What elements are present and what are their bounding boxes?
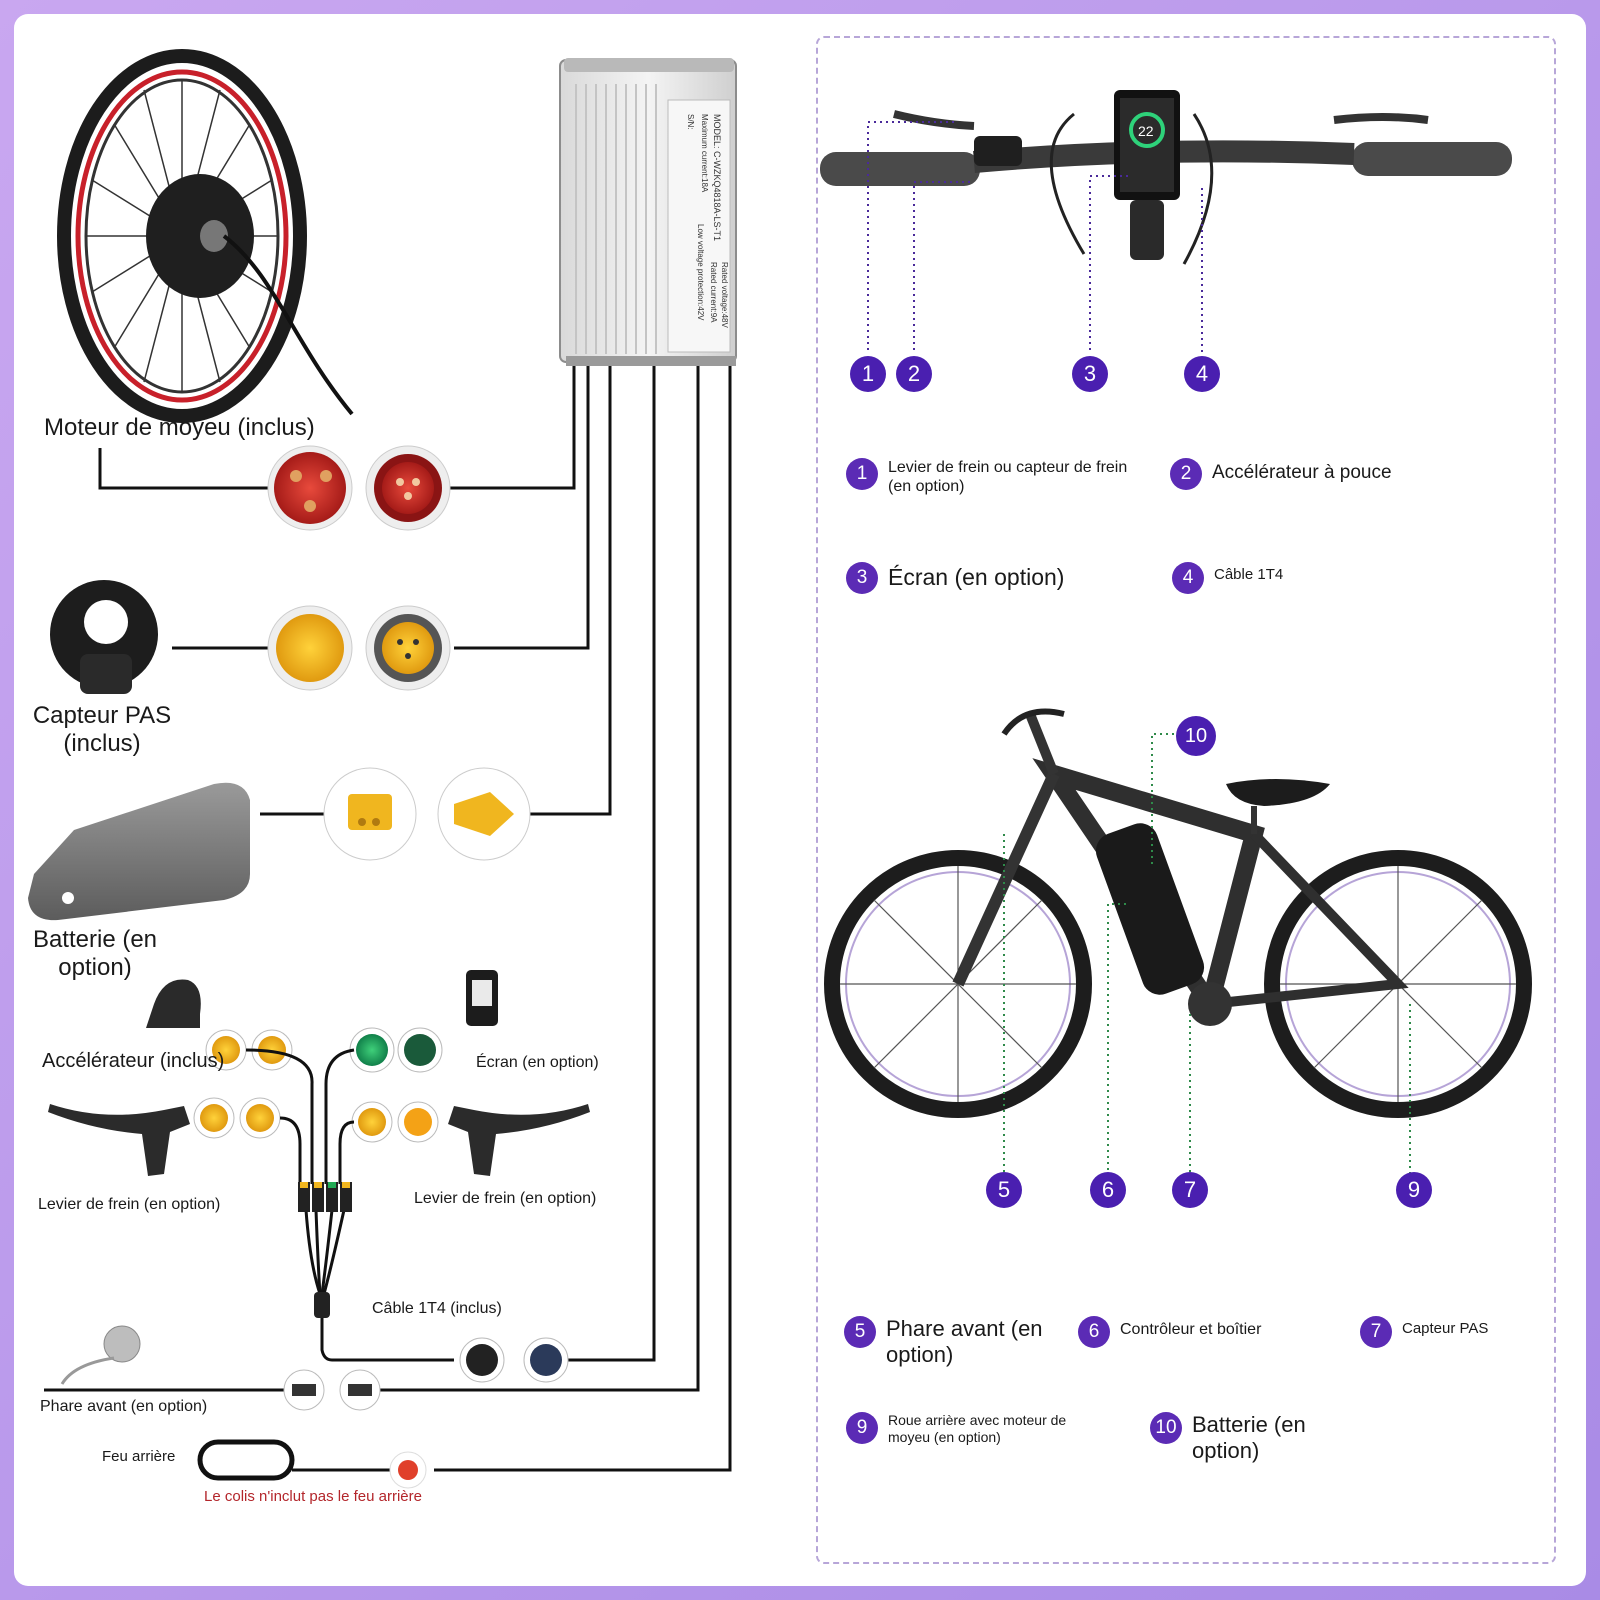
label-battery: Batterie (en option)	[32, 926, 158, 981]
note-taillight-not-included: Le colis n'inclut pas le feu arrière	[204, 1488, 422, 1505]
taillight-part	[197, 1439, 295, 1481]
legend-item-1: 1 Levier de frein ou capteur de frein (e…	[846, 458, 1146, 496]
legend-text: Écran (en option)	[888, 564, 1065, 590]
legend-number: 7	[1360, 1316, 1392, 1348]
controller-max-current: Maximum current:18A	[700, 114, 709, 193]
main-cable-connectors	[459, 1337, 569, 1383]
throttle-connectors	[205, 1029, 293, 1071]
label-hub-motor: Moteur de moyeu (inclus)	[44, 414, 315, 441]
legend-number: 4	[1172, 562, 1204, 594]
label-brake-right: Levier de frein (en option)	[414, 1190, 597, 1207]
top-callout-leaders	[867, 121, 1203, 354]
brake-lever-right-part	[448, 1104, 590, 1176]
wiring-diagram: MODEL: C-WZKQ4818A-LS-T1 Maximum current…	[28, 49, 1532, 1489]
throttle-part	[146, 979, 201, 1028]
bike-callout-leaders	[1003, 733, 1411, 1174]
legend-text: Levier de frein ou capteur de frein (en …	[888, 459, 1128, 496]
label-brake-left: Levier de frein (en option)	[38, 1196, 221, 1213]
headlight-part	[60, 1325, 141, 1385]
motor-connector-male	[267, 445, 353, 531]
legend-number: 2	[1170, 458, 1202, 490]
headlight-connectors	[283, 1369, 381, 1411]
display-connectors	[349, 1027, 443, 1073]
legend-number: 9	[846, 1412, 878, 1444]
legend-text: Batterie (en option)	[1192, 1412, 1306, 1464]
legend-text: Roue arrière avec moteur de moyeu (en op…	[888, 1412, 1067, 1445]
legend-item-7: 7 Capteur PAS	[1360, 1316, 1540, 1348]
legend-number: 3	[846, 562, 878, 594]
legend-item-6: 6 Contrôleur et boîtier	[1078, 1316, 1328, 1348]
legend-text: Câble 1T4	[1214, 566, 1284, 583]
label-display: Écran (en option)	[476, 1054, 599, 1071]
label-throttle: Accélérateur (inclus)	[42, 1050, 225, 1072]
callout-2: 2	[896, 356, 932, 392]
label-pas-sensor: Capteur PAS (inclus)	[32, 702, 172, 757]
taillight-connector	[389, 1451, 427, 1489]
legend-item-9: 9 Roue arrière avec moteur de moyeu (en …	[846, 1412, 1086, 1446]
battery-pack	[28, 782, 250, 921]
legend-item-5: 5 Phare avant (en option)	[844, 1316, 1074, 1369]
wires	[44, 366, 732, 1472]
brake-left-connectors	[193, 1097, 281, 1139]
legend-number: 6	[1078, 1316, 1110, 1348]
small-display-unit	[466, 970, 498, 1026]
parts-location-box	[816, 36, 1556, 1564]
diagram-panel: MODEL: C-WZKQ4818A-LS-T1 Maximum current…	[14, 14, 1586, 1586]
brake-lever-left-part	[48, 1104, 190, 1176]
controller-rated-voltage: Rated voltage:48V	[720, 262, 729, 328]
label-cable-1t4: Câble 1T4 (inclus)	[372, 1300, 502, 1317]
legend-text: Accélérateur à pouce	[1212, 462, 1392, 483]
hub-motor-wheel	[57, 49, 354, 423]
legend-text: Phare avant (en option)	[886, 1316, 1043, 1368]
legend-number: 1	[846, 458, 878, 490]
motor-connector-female	[365, 445, 451, 531]
cable-1t4-harness	[245, 1048, 355, 1362]
label-taillight: Feu arrière	[102, 1448, 176, 1465]
legend-item-3: 3 Écran (en option)	[846, 562, 1146, 594]
battery-connector-female	[323, 767, 417, 861]
callout-10: 10	[1176, 716, 1216, 756]
callout-7: 7	[1172, 1172, 1208, 1208]
cable-1t4-heads	[298, 1182, 352, 1318]
legend-item-10: 10 Batterie (en option)	[1150, 1412, 1350, 1465]
callout-1: 1	[850, 356, 886, 392]
pas-connector-female	[365, 605, 451, 691]
label-headlight: Phare avant (en option)	[40, 1398, 208, 1415]
pas-sensor-disc	[50, 580, 158, 694]
legend-item-2: 2 Accélérateur à pouce	[1170, 458, 1410, 490]
brake-right-connectors	[351, 1101, 439, 1143]
legend-number: 5	[844, 1316, 876, 1348]
legend-text: Contrôleur et boîtier	[1120, 1321, 1262, 1338]
controller-model: MODEL: C-WZKQ4818A-LS-T1	[712, 114, 722, 241]
legend-number: 10	[1150, 1412, 1182, 1444]
handlebar-illustration	[820, 90, 1512, 265]
callout-4: 4	[1184, 356, 1220, 392]
callout-6: 6	[1090, 1172, 1126, 1208]
legend-text: Capteur PAS	[1402, 1320, 1489, 1337]
controller-low-voltage: Low voltage protection:42V	[696, 224, 705, 321]
handlebar-display-reading: 22	[1138, 123, 1154, 139]
battery-connector-male	[437, 767, 531, 861]
callout-5: 5	[986, 1172, 1022, 1208]
bike-illustration	[824, 708, 1532, 1118]
legend-item-4: 4 Câble 1T4	[1172, 562, 1372, 594]
callout-9: 9	[1396, 1172, 1432, 1208]
callout-3: 3	[1072, 356, 1108, 392]
controller-rated-current: Rated current:9A	[709, 262, 718, 323]
controller-sn: S/N:	[686, 114, 695, 130]
controller-box	[559, 58, 737, 366]
pas-connector-male	[267, 605, 353, 691]
